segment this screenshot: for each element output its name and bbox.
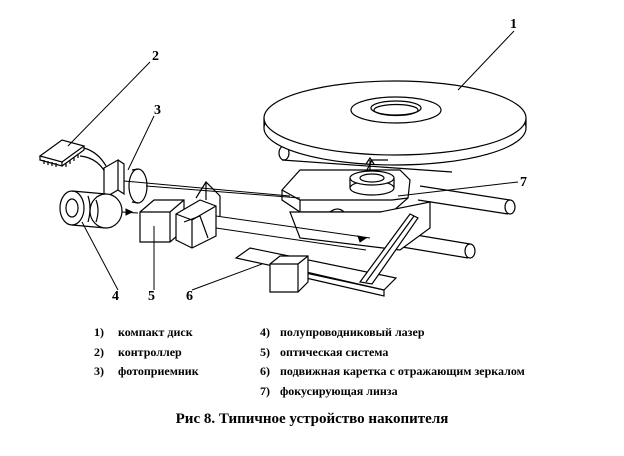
legend-num-2: 2) xyxy=(94,345,104,359)
carriage-cube xyxy=(269,255,309,293)
figure-caption: Рис 8. Типичное устройство накопителя xyxy=(175,411,449,427)
legend-num-4: 4) xyxy=(260,325,270,339)
compact-disc xyxy=(263,80,527,166)
semiconductor-laser xyxy=(59,190,123,229)
legend-text-2: контроллер xyxy=(118,345,182,359)
photodetector xyxy=(103,158,148,204)
legend-text-1: компакт диск xyxy=(118,325,193,339)
legend-text-7: фокусирующая линза xyxy=(280,384,398,398)
callout-6: 6 xyxy=(186,289,193,304)
legend-num-7: 7) xyxy=(260,384,270,398)
legend-num-3: 3) xyxy=(94,364,104,378)
callout-5: 5 xyxy=(148,289,155,304)
legend-num-6: 6) xyxy=(260,364,270,378)
controller-chip xyxy=(38,139,109,179)
callout-1: 1 xyxy=(510,17,517,32)
callout-numbers: 1 2 3 4 5 6 7 xyxy=(112,17,527,304)
legend-num-5: 5) xyxy=(260,345,270,359)
focusing-lens xyxy=(349,156,395,196)
callout-3: 3 xyxy=(154,103,161,118)
legend-num-1: 1) xyxy=(94,325,104,339)
prism-assembly xyxy=(175,181,221,249)
legend-text-5: оптическая система xyxy=(280,345,389,359)
leader-lines xyxy=(67,30,519,291)
legend-text-3: фотоприемник xyxy=(118,364,199,378)
callout-7: 7 xyxy=(520,175,527,190)
legend-text-4: полупроводниковый лазер xyxy=(280,325,425,339)
legend-text-6: подвижная каретка с отражающим зеркалом xyxy=(280,364,525,378)
callout-4: 4 xyxy=(112,289,119,304)
beam-paths xyxy=(121,180,371,251)
callout-2: 2 xyxy=(152,49,159,64)
